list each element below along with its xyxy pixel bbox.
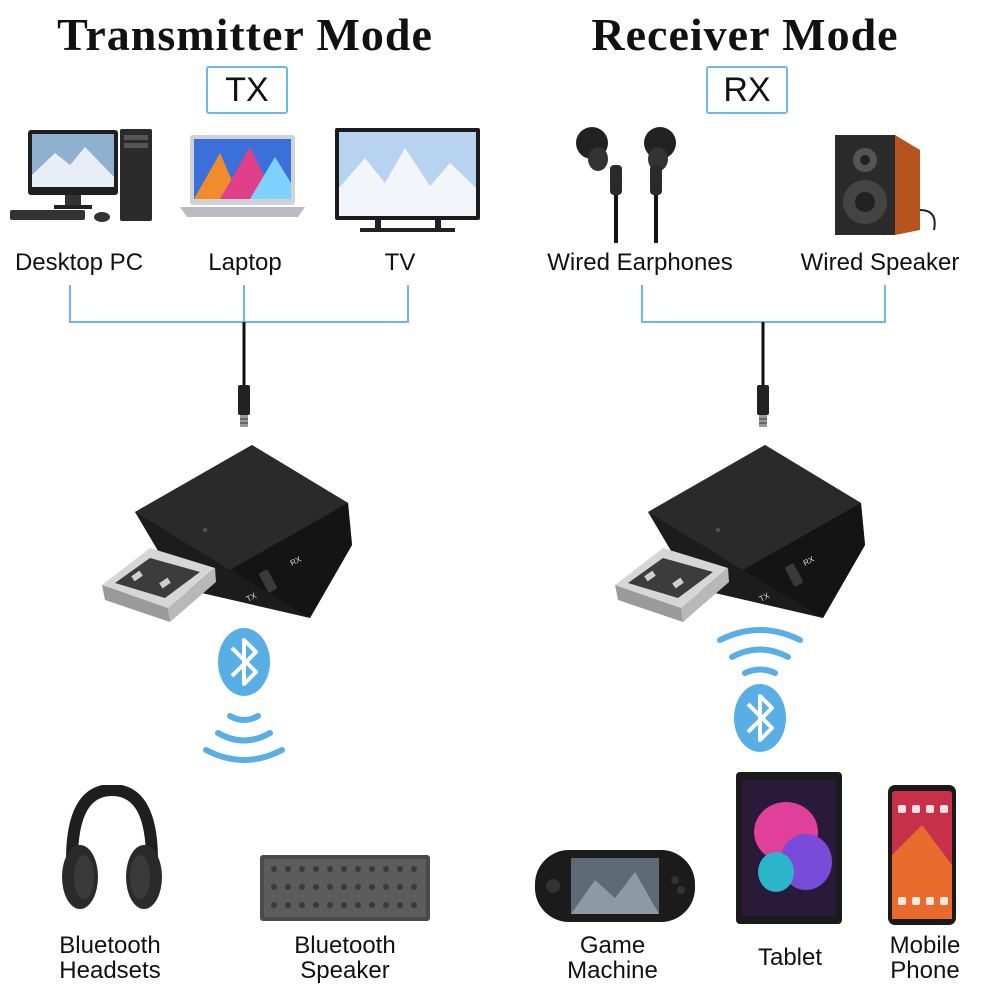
tv-label: TV (384, 249, 416, 276)
tx-usb-adapter-icon (102, 445, 352, 622)
tx-audio-cable-icon (238, 322, 250, 427)
game-machine-label: Game Machine (550, 933, 675, 983)
laptop-icon (180, 135, 305, 217)
wired-speaker-icon (835, 135, 936, 235)
game-machine-label-line2: Machine (567, 957, 658, 984)
bluetooth-headsets-label-line2: Headsets (59, 957, 161, 984)
mobile-phone-icon (888, 785, 956, 925)
tablet-label: Tablet (757, 944, 823, 971)
rx-connector-bracket (641, 285, 886, 323)
rx-signal-waves-icon (717, 627, 803, 676)
bluetooth-headsets-label-line1: Bluetooth (59, 932, 161, 959)
headphones-icon (62, 785, 162, 909)
tx-connector-bracket (69, 285, 409, 323)
bluetooth-speaker-label-line1: Bluetooth (294, 932, 396, 959)
game-console-icon (535, 850, 695, 922)
tablet-icon (736, 772, 842, 924)
mobile-phone-label-line1: Mobile (889, 932, 961, 959)
laptop-label: Laptop (208, 249, 282, 276)
mobile-phone-label: Mobile Phone (870, 933, 980, 983)
desktop-pc-icon (10, 129, 152, 222)
bluetooth-speaker-label: Bluetooth Speaker (280, 933, 410, 983)
rx-usb-adapter-icon (615, 445, 865, 622)
bluetooth-headsets-label: Bluetooth Headsets (45, 933, 175, 983)
bluetooth-speaker-label-line2: Speaker (300, 957, 390, 984)
rx-audio-cable-icon (757, 322, 769, 427)
rx-bluetooth-icon (734, 684, 786, 752)
transmitter-mode-title: Transmitter Mode (57, 9, 433, 60)
tx-signal-waves-icon (203, 713, 285, 763)
receiver-mode-title: Receiver Mode (591, 9, 899, 60)
tv-icon (335, 128, 480, 232)
bluetooth-speaker-icon (260, 855, 430, 921)
desktop-pc-label: Desktop PC (14, 249, 144, 276)
wired-speaker-label: Wired Speaker (800, 249, 960, 276)
game-machine-label-line1: Game (579, 932, 646, 959)
mobile-phone-label-line2: Phone (890, 957, 960, 984)
tx-mode-badge: TX (206, 66, 288, 114)
tx-bluetooth-icon (218, 628, 270, 696)
earphones-icon (576, 127, 676, 243)
rx-mode-badge: RX (706, 66, 788, 114)
wired-earphones-label: Wired Earphones (547, 249, 733, 276)
